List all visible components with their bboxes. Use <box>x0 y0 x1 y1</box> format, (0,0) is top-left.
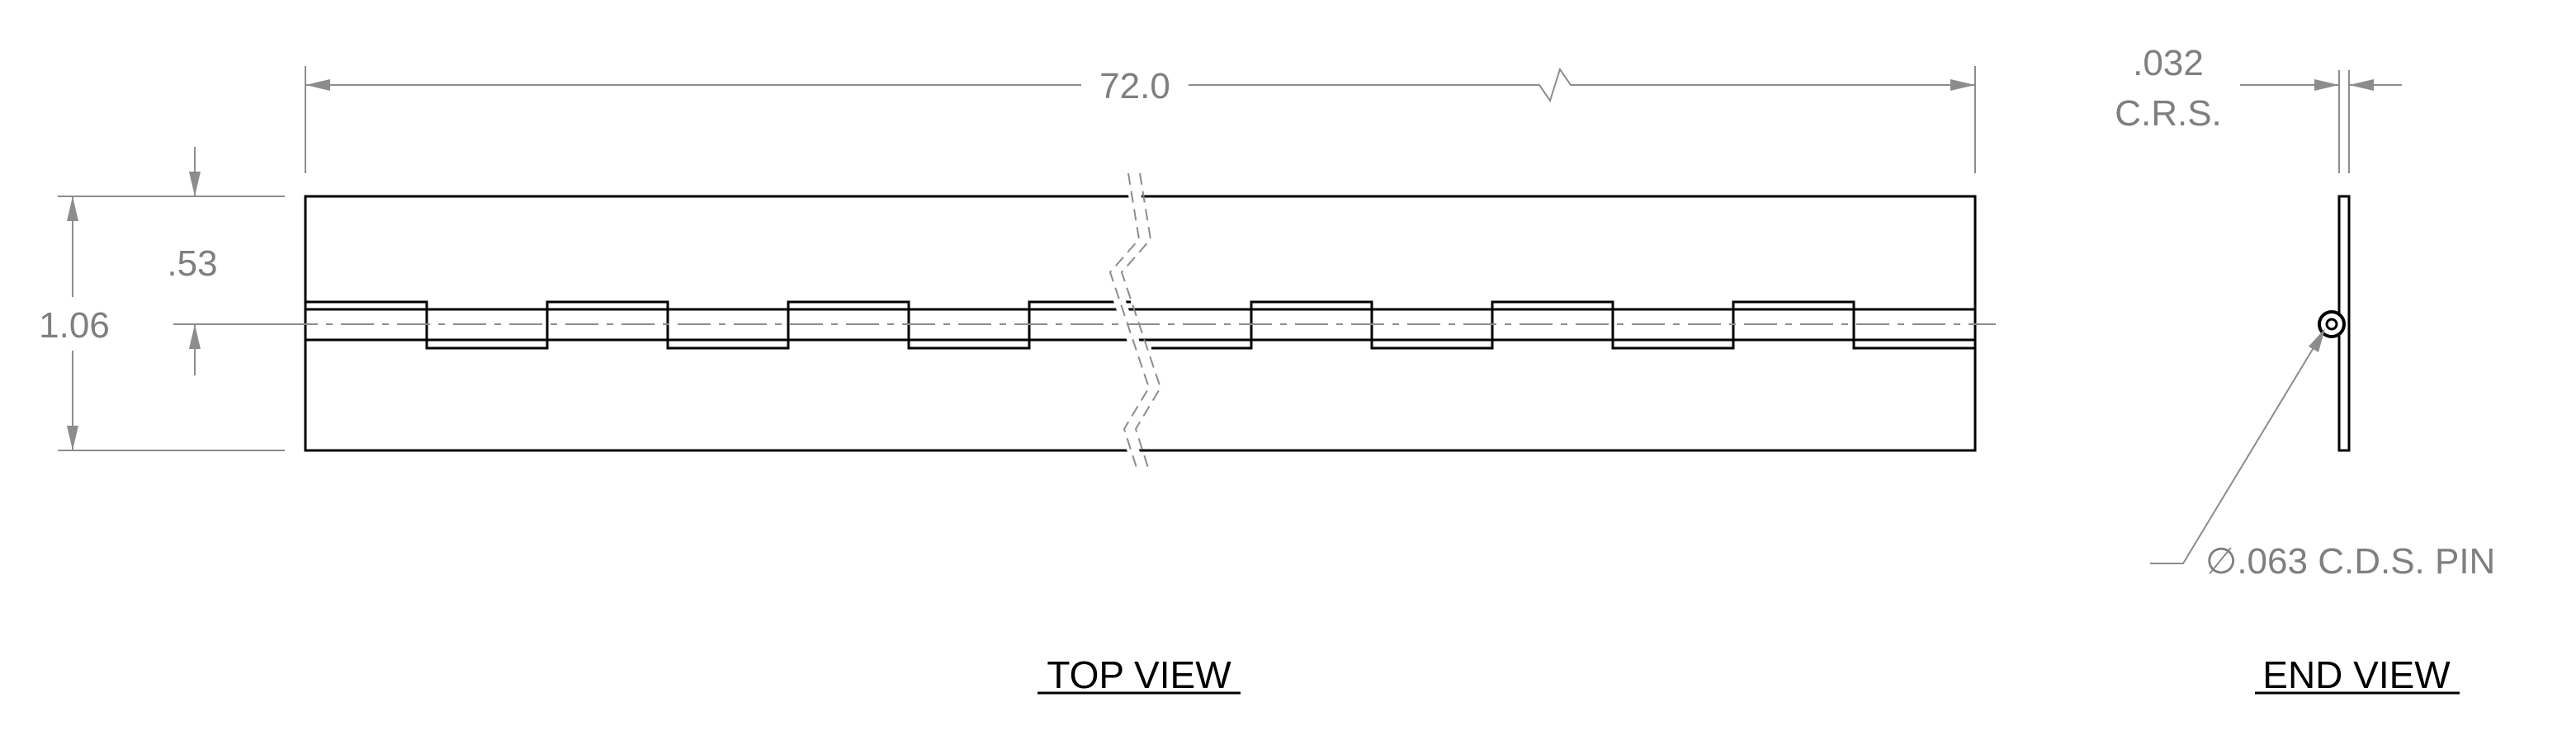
end-view-title: END VIEW <box>2262 653 2451 696</box>
arrow-down <box>67 426 78 450</box>
end-view <box>2318 195 2351 452</box>
thickness-arrow-left <box>2314 79 2339 91</box>
break-mask <box>1104 173 1156 470</box>
break-line-right <box>1120 172 1162 471</box>
diameter-symbol: ∅ <box>2205 541 2237 582</box>
pin-callout-text: ∅.063 C.D.S. PIN <box>2205 541 2495 582</box>
break-line-left <box>1108 172 1151 471</box>
arrow-up <box>67 196 78 221</box>
arrow-bottom-up <box>189 324 201 349</box>
dimension-line-right <box>1189 67 1975 103</box>
arrow-right <box>1950 79 1975 91</box>
width-half-value: .53 <box>167 243 217 284</box>
thickness-dimension: .032 C.R.S. <box>2115 43 2402 173</box>
thickness-arrow-right <box>2349 79 2374 91</box>
top-view-title: TOP VIEW <box>1047 653 1231 696</box>
pin-callout: ∅.063 C.D.S. PIN <box>2150 328 2495 582</box>
half-width-dimension: .53 <box>167 147 285 375</box>
thickness-value: .032 <box>2133 43 2204 83</box>
pin <box>2325 318 2338 331</box>
pin-barrel <box>2318 310 2346 338</box>
top-view <box>285 172 1996 471</box>
pin-leader-arrow <box>2309 328 2325 352</box>
thickness-material: C.R.S. <box>2115 93 2222 134</box>
pin-leader-line <box>2150 337 2320 564</box>
pin-label: .063 C.D.S. PIN <box>2237 541 2495 582</box>
arrow-top-down <box>189 172 201 196</box>
length-dimension: 72.0 <box>305 66 1976 173</box>
width-full-value: 1.06 <box>39 305 110 346</box>
knuckle-profile <box>304 300 1977 350</box>
width-dimension: 1.06 <box>39 196 285 451</box>
arrow-left <box>305 79 330 91</box>
length-value: 72.0 <box>1099 66 1170 106</box>
